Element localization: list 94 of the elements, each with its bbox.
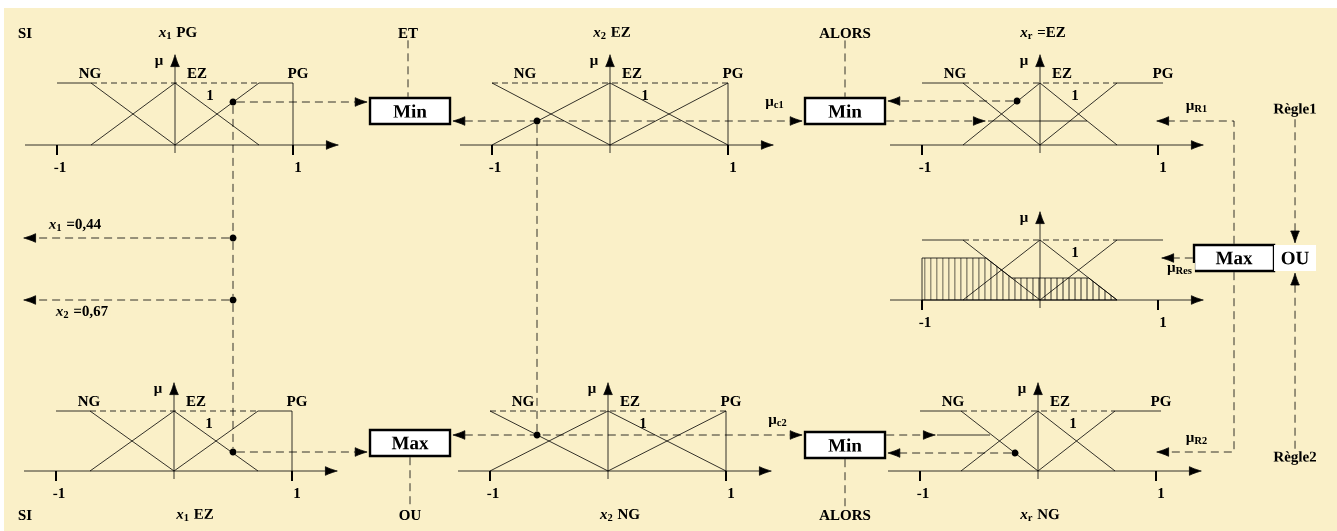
axis-label: μ xyxy=(154,58,164,69)
connector-line xyxy=(232,241,234,297)
set-label: PG xyxy=(286,396,307,407)
set-label: NG xyxy=(512,396,534,407)
set-label: PG xyxy=(287,68,308,79)
tick-label: 1 xyxy=(1160,162,1166,172)
keyword-label: ALORS xyxy=(819,510,871,521)
variable-label: x$_{1}$ EZ xyxy=(176,509,213,521)
arrow xyxy=(1156,271,1235,457)
operator-box: Min xyxy=(803,430,887,460)
set-label: PG xyxy=(1150,396,1172,407)
arrow xyxy=(1290,272,1300,450)
arrow xyxy=(887,448,1012,458)
data-point xyxy=(533,431,541,439)
set-label: EZ xyxy=(187,68,207,78)
connector-line xyxy=(536,124,538,432)
tick-label: 1 xyxy=(730,162,736,172)
set-label: PG xyxy=(722,68,743,79)
set-label: NG xyxy=(79,68,101,79)
tick-label: 1 xyxy=(1160,317,1166,327)
keyword-label: SI xyxy=(18,510,32,521)
set-label: NG xyxy=(942,396,964,407)
keyword-label: OU xyxy=(399,510,421,521)
variable-label: x$_{r}$ =EZ xyxy=(1020,27,1065,39)
arrow xyxy=(1156,116,1235,245)
node-label: OU xyxy=(1281,251,1309,265)
set-label: NG xyxy=(944,68,966,79)
value-label: 1 xyxy=(206,418,212,428)
axis-label: μ xyxy=(1019,215,1029,226)
tick-label: -1 xyxy=(487,488,499,498)
connector-line xyxy=(407,39,409,98)
axis-label: μ xyxy=(1019,58,1029,69)
operator-box: Min xyxy=(803,96,887,126)
set-label: EZ xyxy=(622,68,642,78)
keyword-label: ALORS xyxy=(819,28,871,39)
operator-box: Min xyxy=(368,96,452,126)
axis-label: μ xyxy=(153,386,163,397)
value-label: 1 xyxy=(1072,247,1078,257)
operator-box: Max xyxy=(368,428,452,458)
arrow xyxy=(452,430,803,440)
tick-label: -1 xyxy=(919,162,931,172)
arrow xyxy=(1290,118,1300,244)
connector-line xyxy=(844,40,846,98)
axis-label: μ xyxy=(589,58,599,69)
set-label: EZ xyxy=(1052,68,1072,78)
value-label: 1 xyxy=(207,90,213,100)
value-label: 1 xyxy=(642,90,648,100)
tick-label: -1 xyxy=(54,162,66,172)
tick-label: 1 xyxy=(1158,488,1164,498)
tick-label: -1 xyxy=(919,317,931,327)
axis-label: μ xyxy=(587,386,597,397)
tick-label: 1 xyxy=(728,488,734,498)
arrow xyxy=(236,97,368,107)
variable-label: x$_{2}$ NG xyxy=(599,509,640,522)
tick-label: 1 xyxy=(295,162,301,172)
rule-label: Règle1 xyxy=(1273,103,1316,117)
variable-label: x$_{r}$ NG xyxy=(1020,509,1060,521)
data-point xyxy=(1013,97,1021,105)
value-label: 1 xyxy=(1072,90,1078,100)
arrow xyxy=(1161,253,1194,263)
value-label: 1 xyxy=(1070,418,1076,428)
arrow xyxy=(236,447,368,457)
connector-line xyxy=(409,456,411,508)
data-point xyxy=(229,98,237,106)
set-label: NG xyxy=(514,68,536,79)
axis-label: μ xyxy=(1017,386,1027,397)
tick-label: 1 xyxy=(294,488,300,498)
tick-label: -1 xyxy=(489,162,501,172)
variable-label: x$_{1}$ PG xyxy=(158,27,197,40)
connector-line xyxy=(232,303,234,449)
set-label: EZ xyxy=(620,396,640,406)
set-label: PG xyxy=(1152,68,1173,79)
arrow xyxy=(887,96,1014,106)
keyword-label: ET xyxy=(398,28,418,38)
keyword-label: SI xyxy=(18,28,32,39)
set-label: EZ xyxy=(1050,396,1070,406)
arrow xyxy=(23,295,230,305)
arrow xyxy=(23,233,230,243)
data-point xyxy=(229,448,237,456)
data-point xyxy=(1011,449,1019,457)
rule-label: Règle2 xyxy=(1273,451,1316,465)
set-label: NG xyxy=(78,396,100,407)
keyword-box: OU xyxy=(1274,245,1316,271)
value-label: 1 xyxy=(640,418,646,428)
variable-label: x$_{2}$ EZ xyxy=(593,27,630,39)
arrow xyxy=(885,430,936,440)
set-label: EZ xyxy=(186,396,206,406)
connector-line xyxy=(844,458,846,508)
tick-label: -1 xyxy=(917,488,929,498)
tick-label: -1 xyxy=(53,488,65,498)
arrow xyxy=(452,116,803,126)
arrow xyxy=(885,116,986,126)
data-point xyxy=(533,117,541,125)
set-label: PG xyxy=(720,396,741,407)
